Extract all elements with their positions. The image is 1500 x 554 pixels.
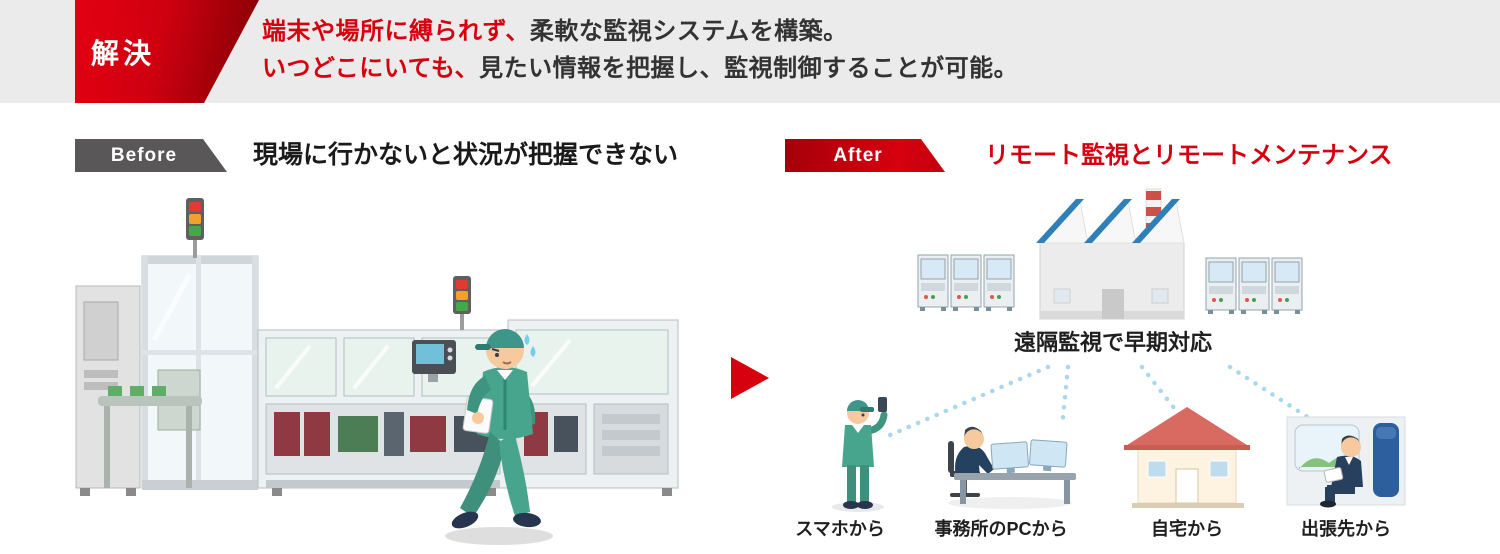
solution-banner: 解決 端末や場所に縛られず、柔軟な監視システムを構築。 いつどこにいても、見たい… [0, 0, 1500, 103]
smartphone-person [832, 397, 888, 512]
remote-monitoring-svg [832, 188, 1406, 512]
banner-text: 端末や場所に縛られず、柔軟な監視システムを構築。 いつどこにいても、見たい情報を… [262, 13, 1018, 87]
dotted-connection-lines [887, 364, 1329, 438]
signal-tower-icon [453, 276, 471, 330]
banner-line-1: 端末や場所に縛られず、柔軟な監視システムを構築。 [262, 13, 1018, 50]
transition-arrow-icon [731, 357, 769, 399]
remote-monitoring-caption: 遠隔監視で早期対応 [1013, 330, 1213, 355]
house-icon [1124, 407, 1250, 508]
before-title: 現場に行かないと状況が把握できない [253, 141, 679, 169]
glass-enclosure [141, 255, 259, 490]
solution-ribbon-label: 解決 [91, 37, 156, 69]
factory-building-icon [1036, 188, 1185, 320]
after-badge-label: After [833, 144, 883, 166]
factory-line-illustration [62, 190, 692, 554]
office-pc-scene [948, 426, 1076, 509]
conveyor-belt [98, 386, 202, 488]
source-label-business-trip: 出張先から [1301, 519, 1391, 539]
hmi-control-panel [412, 340, 456, 382]
worker-figure [445, 329, 553, 545]
source-label-smartphone: スマホから [795, 519, 885, 539]
train-scene [1286, 416, 1406, 508]
banner-line-2-rest: 見たい情報を把握し、監視制御することが可能。 [479, 55, 1019, 82]
banner-line-1-highlight: 端末や場所に縛られず、 [262, 18, 530, 45]
after-title: リモート監視とリモートメンテナンス [985, 142, 1393, 169]
source-label-home: 自宅から [1151, 519, 1223, 539]
before-badge: Before [75, 139, 227, 172]
banner-line-2-highlight: いつどこにいても、 [262, 55, 480, 82]
banner-line-1-rest: 柔軟な監視システムを構築。 [529, 18, 848, 45]
signal-tower-icon [186, 198, 204, 258]
machines-row-right [1205, 257, 1303, 315]
after-badge: After [785, 139, 945, 172]
source-label-office-pc: 事務所のPCから [934, 519, 1068, 539]
banner-line-2: いつどこにいても、見たい情報を把握し、監視制御することが可能。 [262, 50, 1018, 87]
remote-monitoring-illustration: 遠隔監視で早期対応 スマホから 事務所のPCから 自宅から 出張先から [790, 185, 1480, 554]
factory-line-svg [75, 198, 679, 545]
solution-ribbon-badge: 解決 [75, 0, 259, 103]
before-badge-label: Before [110, 144, 178, 166]
machine-right [507, 319, 679, 496]
machines-row-left [917, 254, 1015, 312]
